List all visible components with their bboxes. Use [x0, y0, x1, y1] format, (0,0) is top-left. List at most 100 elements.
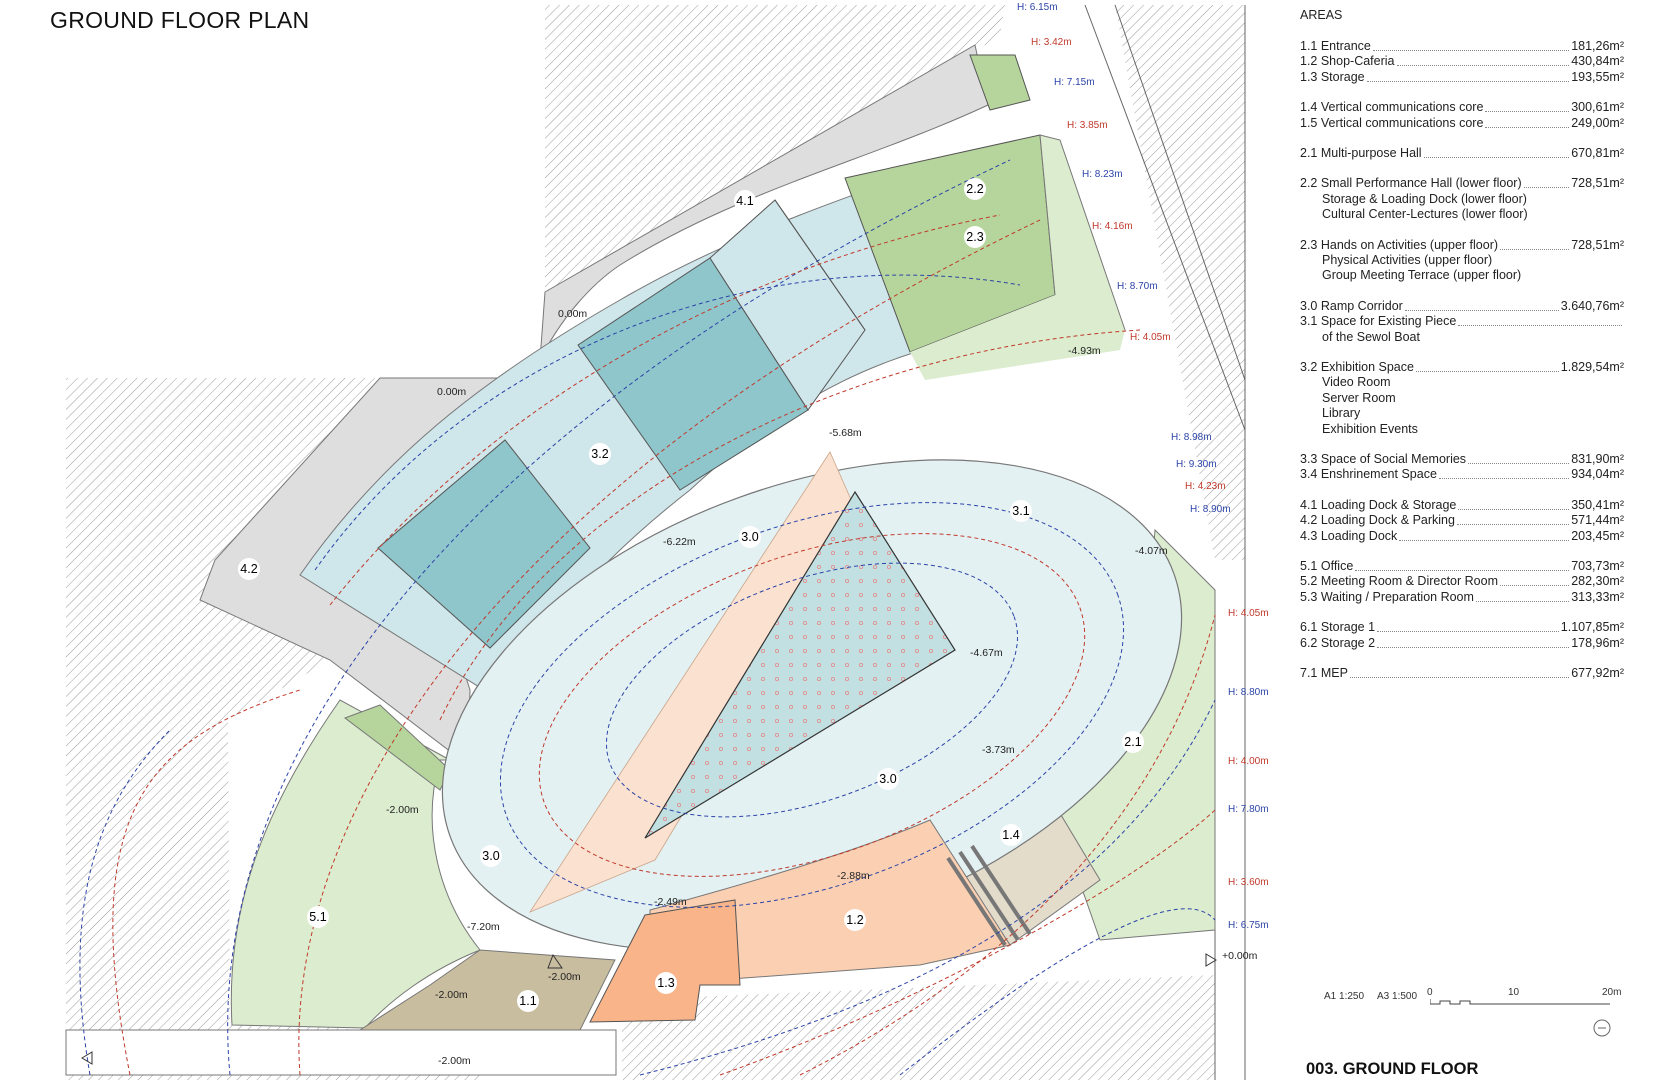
- area-label: 5.1 Office: [1300, 559, 1354, 573]
- area-value: 677,92m²: [1571, 666, 1624, 680]
- area-value: 1.829,54m²: [1560, 360, 1624, 374]
- area-label: 4.3 Loading Dock: [1300, 528, 1398, 543]
- area-value: 934,04m²: [1571, 467, 1624, 482]
- level-mark: 0.00m: [558, 308, 587, 320]
- shop-and-storage: [589, 819, 1011, 1023]
- area-value: 1.107,85m²: [1560, 620, 1624, 635]
- height-markers-red: H: 3.42m H: 3.85m H: 4.16m H: 4.05m H: 4…: [1031, 37, 1269, 888]
- entry-arrows: [81, 953, 1217, 1065]
- leader-dots: [1350, 677, 1569, 678]
- level-mark: -2.49m: [654, 896, 687, 908]
- area-label: 1.2 Shop-Caferia: [1300, 54, 1395, 69]
- height-mark: H: 6.15m: [1017, 2, 1058, 13]
- area-row: 2.3 Hands on Activities (upper floor)728…: [1300, 238, 1624, 253]
- room-label: 1.2: [846, 913, 863, 927]
- area-row: 4.3 Loading Dock 203,45m²: [1300, 529, 1624, 544]
- room-label: 3.0: [741, 530, 758, 544]
- height-mark: H: 4.00m: [1228, 756, 1269, 767]
- site-plan-drawing: 4.1 2.2 2.3 3.2 3.1 3.0 3.0 3.0 4.2 2.1 …: [65, 2, 1269, 1080]
- room-label: 4.2: [240, 562, 257, 576]
- height-mark: H: 8.80m: [1228, 687, 1269, 698]
- area-sub-label: Group Meeting Terrace (upper floor): [1322, 268, 1522, 283]
- height-mark: H: 8.70m: [1117, 281, 1158, 292]
- area-label: 2.3 Hands on Activities (upper floor): [1300, 237, 1499, 252]
- height-mark: H: 8.90m: [1190, 504, 1231, 515]
- height-markers-blue: H: 6.15m H: 7.15m H: 8.23m H: 8.70m H: 8…: [1017, 2, 1269, 931]
- area-value: 3.640,76m²: [1560, 298, 1624, 313]
- room-label: 5.1: [309, 910, 326, 924]
- height-mark: H: 3.85m: [1067, 120, 1108, 131]
- area-row: 2.2 Small Performance Hall (lower floor)…: [1300, 176, 1624, 191]
- area-label: 6.2 Storage 2: [1300, 635, 1376, 650]
- leader-dots: [1377, 646, 1569, 648]
- height-mark: H: 4.23m: [1185, 481, 1226, 492]
- room-label: 3.2: [591, 447, 608, 461]
- leader-dots: [1458, 508, 1569, 510]
- level-mark: -3.73m: [982, 744, 1015, 756]
- level-mark: -2.88m: [837, 870, 870, 882]
- area-value: 670,81m²: [1571, 146, 1624, 160]
- area-label: 1.5 Vertical communications core: [1300, 115, 1484, 130]
- leader-dots: [1500, 248, 1569, 250]
- area-value: 728,51m²: [1571, 176, 1624, 191]
- height-mark: H: 9.30m: [1176, 459, 1217, 470]
- height-mark: H: 4.05m: [1228, 608, 1269, 619]
- area-value: 430,84m²: [1571, 54, 1624, 69]
- height-mark: H: 8.98m: [1171, 432, 1212, 443]
- area-value: 703,73m²: [1571, 559, 1624, 573]
- area-row: 5.1 Office 703,73m²: [1300, 559, 1624, 574]
- stair-strips: [946, 844, 1032, 947]
- room-label: 2.1: [1124, 735, 1141, 749]
- scale-ratio-a3: A3 1:500: [1377, 991, 1418, 1002]
- area-value: 181,26m²: [1571, 39, 1624, 53]
- area-value: 203,45m²: [1571, 528, 1624, 543]
- area-label: 4.1 Loading Dock & Storage: [1300, 497, 1457, 512]
- height-mark: H: 4.16m: [1092, 221, 1133, 232]
- room-label: 4.1: [736, 194, 753, 208]
- area-label: 3.2 Exhibition Space: [1300, 360, 1414, 374]
- leader-dots: [1373, 50, 1569, 51]
- area-value: 571,44m²: [1571, 513, 1624, 528]
- sewol-boat-triangle: [644, 490, 956, 839]
- height-mark: H: 7.15m: [1054, 77, 1095, 88]
- leader-dots: [1524, 187, 1569, 189]
- room-label: 2.3: [966, 230, 983, 244]
- level-mark: -2.00m: [435, 989, 468, 1001]
- area-sub-label: Server Room: [1322, 390, 1396, 405]
- area-label: 1.4 Vertical communications core: [1300, 100, 1484, 115]
- area-row: 3.2 Exhibition Space 1.829,54m²: [1300, 360, 1624, 375]
- area-label: 5.3 Waiting / Preparation Room: [1300, 589, 1474, 604]
- leader-dots: [1500, 585, 1569, 587]
- level-mark: -2.00m: [438, 1055, 471, 1067]
- room-label: 1.1: [519, 994, 536, 1008]
- leader-dots: [1485, 111, 1569, 113]
- areas-heading: AREAS: [1300, 8, 1343, 22]
- area-label: 6.1 Storage 1: [1300, 620, 1376, 635]
- area-sub-label: Cultural Center-Lectures (lower floor): [1322, 207, 1528, 222]
- leader-dots: [1424, 157, 1569, 158]
- area-label: 3.1 Space for Existing Piece: [1300, 314, 1457, 329]
- leader-dots: [1476, 600, 1569, 602]
- scale-tick-10: 10: [1508, 987, 1520, 998]
- level-mark: -4.07m: [1135, 545, 1168, 557]
- area-value: 282,30m²: [1571, 574, 1624, 589]
- scale-ratio-a1: A1 1:250: [1324, 991, 1365, 1002]
- level-mark: +0.00m: [1222, 950, 1258, 962]
- area-sub-label: Exhibition Events: [1322, 421, 1418, 436]
- sheet-title: 003. GROUND FLOOR: [1306, 1060, 1479, 1078]
- height-mark: H: 3.60m: [1228, 877, 1269, 888]
- height-mark: H: 4.05m: [1130, 332, 1171, 343]
- leader-dots: [1405, 309, 1559, 311]
- area-label: 2.1 Multi-purpose Hall: [1300, 146, 1422, 160]
- level-mark: -2.00m: [548, 971, 581, 983]
- area-value: 300,61m²: [1571, 100, 1624, 115]
- areas-panel: AREAS 1.1 Entrance 181,26m² 1.2 Shop-Cafer…: [1300, 0, 1680, 1087]
- scale-tick-0: 0: [1427, 987, 1433, 998]
- area-label: 1.1 Entrance: [1300, 39, 1371, 53]
